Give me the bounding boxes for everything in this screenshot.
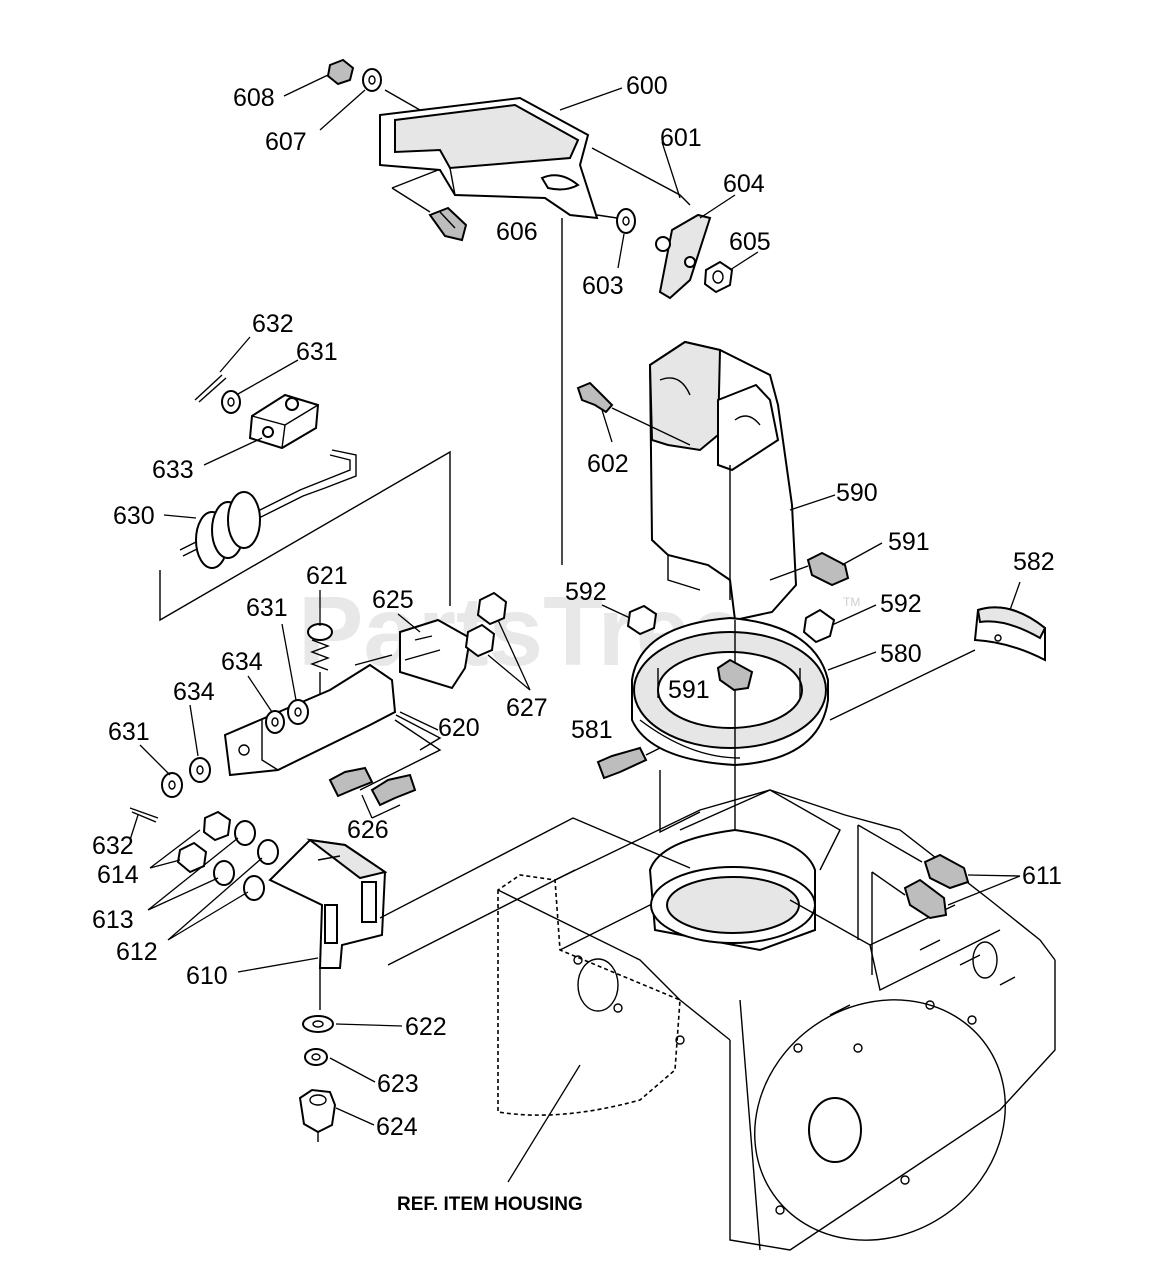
label-604: 604 [723,170,765,198]
label-631-mid: 631 [246,594,288,622]
label-591-upper: 591 [888,528,930,556]
label-626: 626 [347,816,389,844]
label-633: 633 [152,456,194,484]
label-605: 605 [729,228,771,256]
nut-627-upper [476,591,508,626]
bolts-611 [903,853,970,920]
label-600: 600 [626,72,668,100]
label-620: 620 [438,714,480,742]
label-601: 601 [660,124,702,152]
label-623: 623 [377,1070,419,1098]
nuts-614 [176,810,232,874]
label-634-upper: 634 [221,648,263,676]
label-592-right: 592 [880,590,922,618]
cotter-pin-632-lower [129,807,159,823]
handle-604 [655,213,712,300]
washer-634-lower [189,757,211,783]
cotter-pin-632-upper [194,374,227,403]
nut-608 [326,58,355,86]
label-632-lower: 632 [92,832,134,860]
bolt-581 [596,746,648,780]
washer-631-lower [161,772,183,798]
label-590: 590 [836,479,878,507]
chute-deflector-600 [379,96,599,220]
nut-627-lower [464,623,496,658]
washers-613 [213,820,256,886]
label-592-left: 592 [565,578,607,606]
chute-ring-580 [631,616,829,767]
washer-634-upper [265,710,285,734]
label-582: 582 [1013,548,1055,576]
label-625: 625 [372,586,414,614]
bolt-591-upper [806,551,850,587]
carriage-bolt-606 [428,206,468,242]
label-607: 607 [265,128,307,156]
bolt-602 [576,381,614,414]
rod-601 [591,147,691,206]
nut-605 [703,260,734,294]
leader-lines [129,74,1021,1183]
washer-631-mid [287,699,309,725]
washer-607 [362,68,382,92]
rod-630 [179,449,357,569]
label-580: 580 [880,640,922,668]
label-631-upper: 631 [296,338,338,366]
label-632-upper: 632 [252,310,294,338]
label-614: 614 [97,861,139,889]
label-591-lower: 591 [668,676,710,704]
chute-590 [648,340,798,622]
label-606: 606 [496,218,538,246]
label-608: 608 [233,84,275,112]
bolts-626 [328,766,417,807]
bolt-591-lower [716,658,754,692]
nut-624 [298,1088,337,1134]
label-603: 603 [582,272,624,300]
keeper-582 [973,606,1047,662]
label-581: 581 [571,716,613,744]
label-610: 610 [186,962,228,990]
bracket-625 [399,618,472,690]
lockwasher-623 [304,1048,328,1066]
bracket-610 [268,838,388,969]
callout-labels: 600 608 607 601 604 606 605 603 632 631 … [92,72,1062,1141]
label-631-lower: 631 [108,718,150,746]
label-611: 611 [1022,862,1062,890]
nut-592-right [802,608,836,644]
label-624: 624 [376,1113,418,1141]
label-627: 627 [506,694,548,722]
nut-592-left [626,604,658,636]
label-613: 613 [92,906,134,934]
reference-housing-label: REF. ITEM HOUSING [397,1194,583,1215]
washer-603 [616,208,636,234]
washer-622 [302,1015,334,1033]
label-630: 630 [113,502,155,530]
washer-631-upper [221,390,241,414]
label-612: 612 [116,938,158,966]
housing [497,789,1056,1251]
label-602: 602 [587,450,629,478]
watermark-trademark: TM [843,595,860,609]
washers-612 [243,839,279,901]
label-634-lower: 634 [173,678,215,706]
label-622: 622 [405,1013,447,1041]
label-621: 621 [306,562,348,590]
block-633 [248,393,320,450]
